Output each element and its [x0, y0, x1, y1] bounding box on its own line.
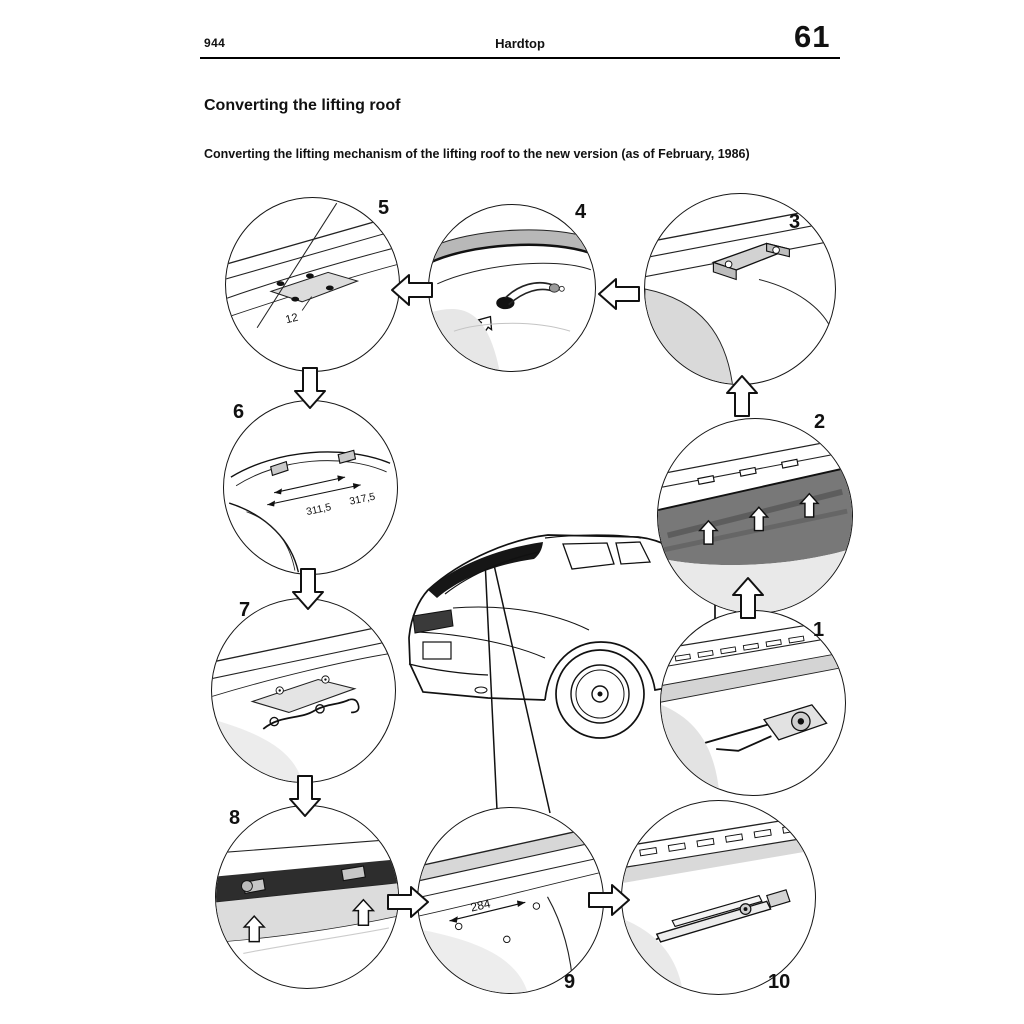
arrow-3-to-4-icon: [597, 277, 641, 311]
arrow-6-to-7-icon: [291, 567, 325, 611]
dimension-317-5: 317,5: [349, 492, 377, 508]
clamp: [337, 449, 357, 464]
taillight-band: [412, 609, 454, 634]
license-plate: [422, 641, 452, 660]
detail-circle-4: [428, 204, 596, 372]
step-number-1: 1: [813, 619, 825, 641]
detail-circle-2: [657, 418, 853, 614]
up-arrow-icon: [798, 492, 820, 518]
up-arrow-icon: [351, 898, 376, 926]
detail-circle-9: 284: [417, 807, 604, 994]
arrow-2-to-3-icon: [725, 374, 759, 418]
header-title: Hardtop: [495, 36, 545, 51]
cable: [262, 698, 350, 730]
step-number-8: 8: [229, 807, 241, 829]
dimension-284: 284: [469, 896, 492, 914]
up-arrow-icon: [698, 519, 719, 545]
clamp: [270, 460, 289, 477]
up-arrow-icon: [242, 915, 266, 943]
up-arrow-icon: [748, 506, 770, 532]
arrow-8-to-9-icon: [386, 885, 430, 919]
step-number-2: 2: [814, 411, 826, 433]
detail-circle-7: [211, 598, 396, 783]
detail-circle-1: [660, 610, 846, 796]
chapter-number: 61: [794, 19, 831, 54]
arrow-9-to-10-icon: [587, 883, 631, 917]
leader-lines: [484, 555, 551, 814]
step-number-6: 6: [233, 401, 245, 423]
arrow-5-to-6-icon: [293, 366, 327, 410]
page-heading: Converting the lifting roof: [204, 97, 401, 114]
step-number-5: 5: [378, 197, 390, 219]
page-subheading: Converting the lifting mechanism of the …: [204, 147, 750, 161]
step-number-4: 4: [575, 201, 587, 223]
callout-12: 12: [284, 312, 299, 327]
arrow-4-to-5-icon: [390, 273, 434, 307]
detail-circle-8: [215, 805, 399, 989]
dimension-311-5: 311,5: [305, 502, 332, 518]
detail-circle-3: [644, 193, 836, 385]
arrow-7-to-8-icon: [288, 774, 322, 818]
model-number: 944: [204, 36, 226, 50]
step-number-3: 3: [789, 211, 801, 233]
step-number-9: 9: [564, 971, 576, 993]
detail-circle-5: 12: [225, 197, 400, 372]
detail-circle-6: 311,5 317,5: [223, 400, 398, 575]
arrow-1-to-2-icon: [731, 576, 765, 620]
step-number-7: 7: [239, 599, 251, 621]
detail-circle-10: [621, 800, 816, 995]
step-number-10: 10: [768, 971, 791, 993]
header-rule: [200, 57, 840, 59]
